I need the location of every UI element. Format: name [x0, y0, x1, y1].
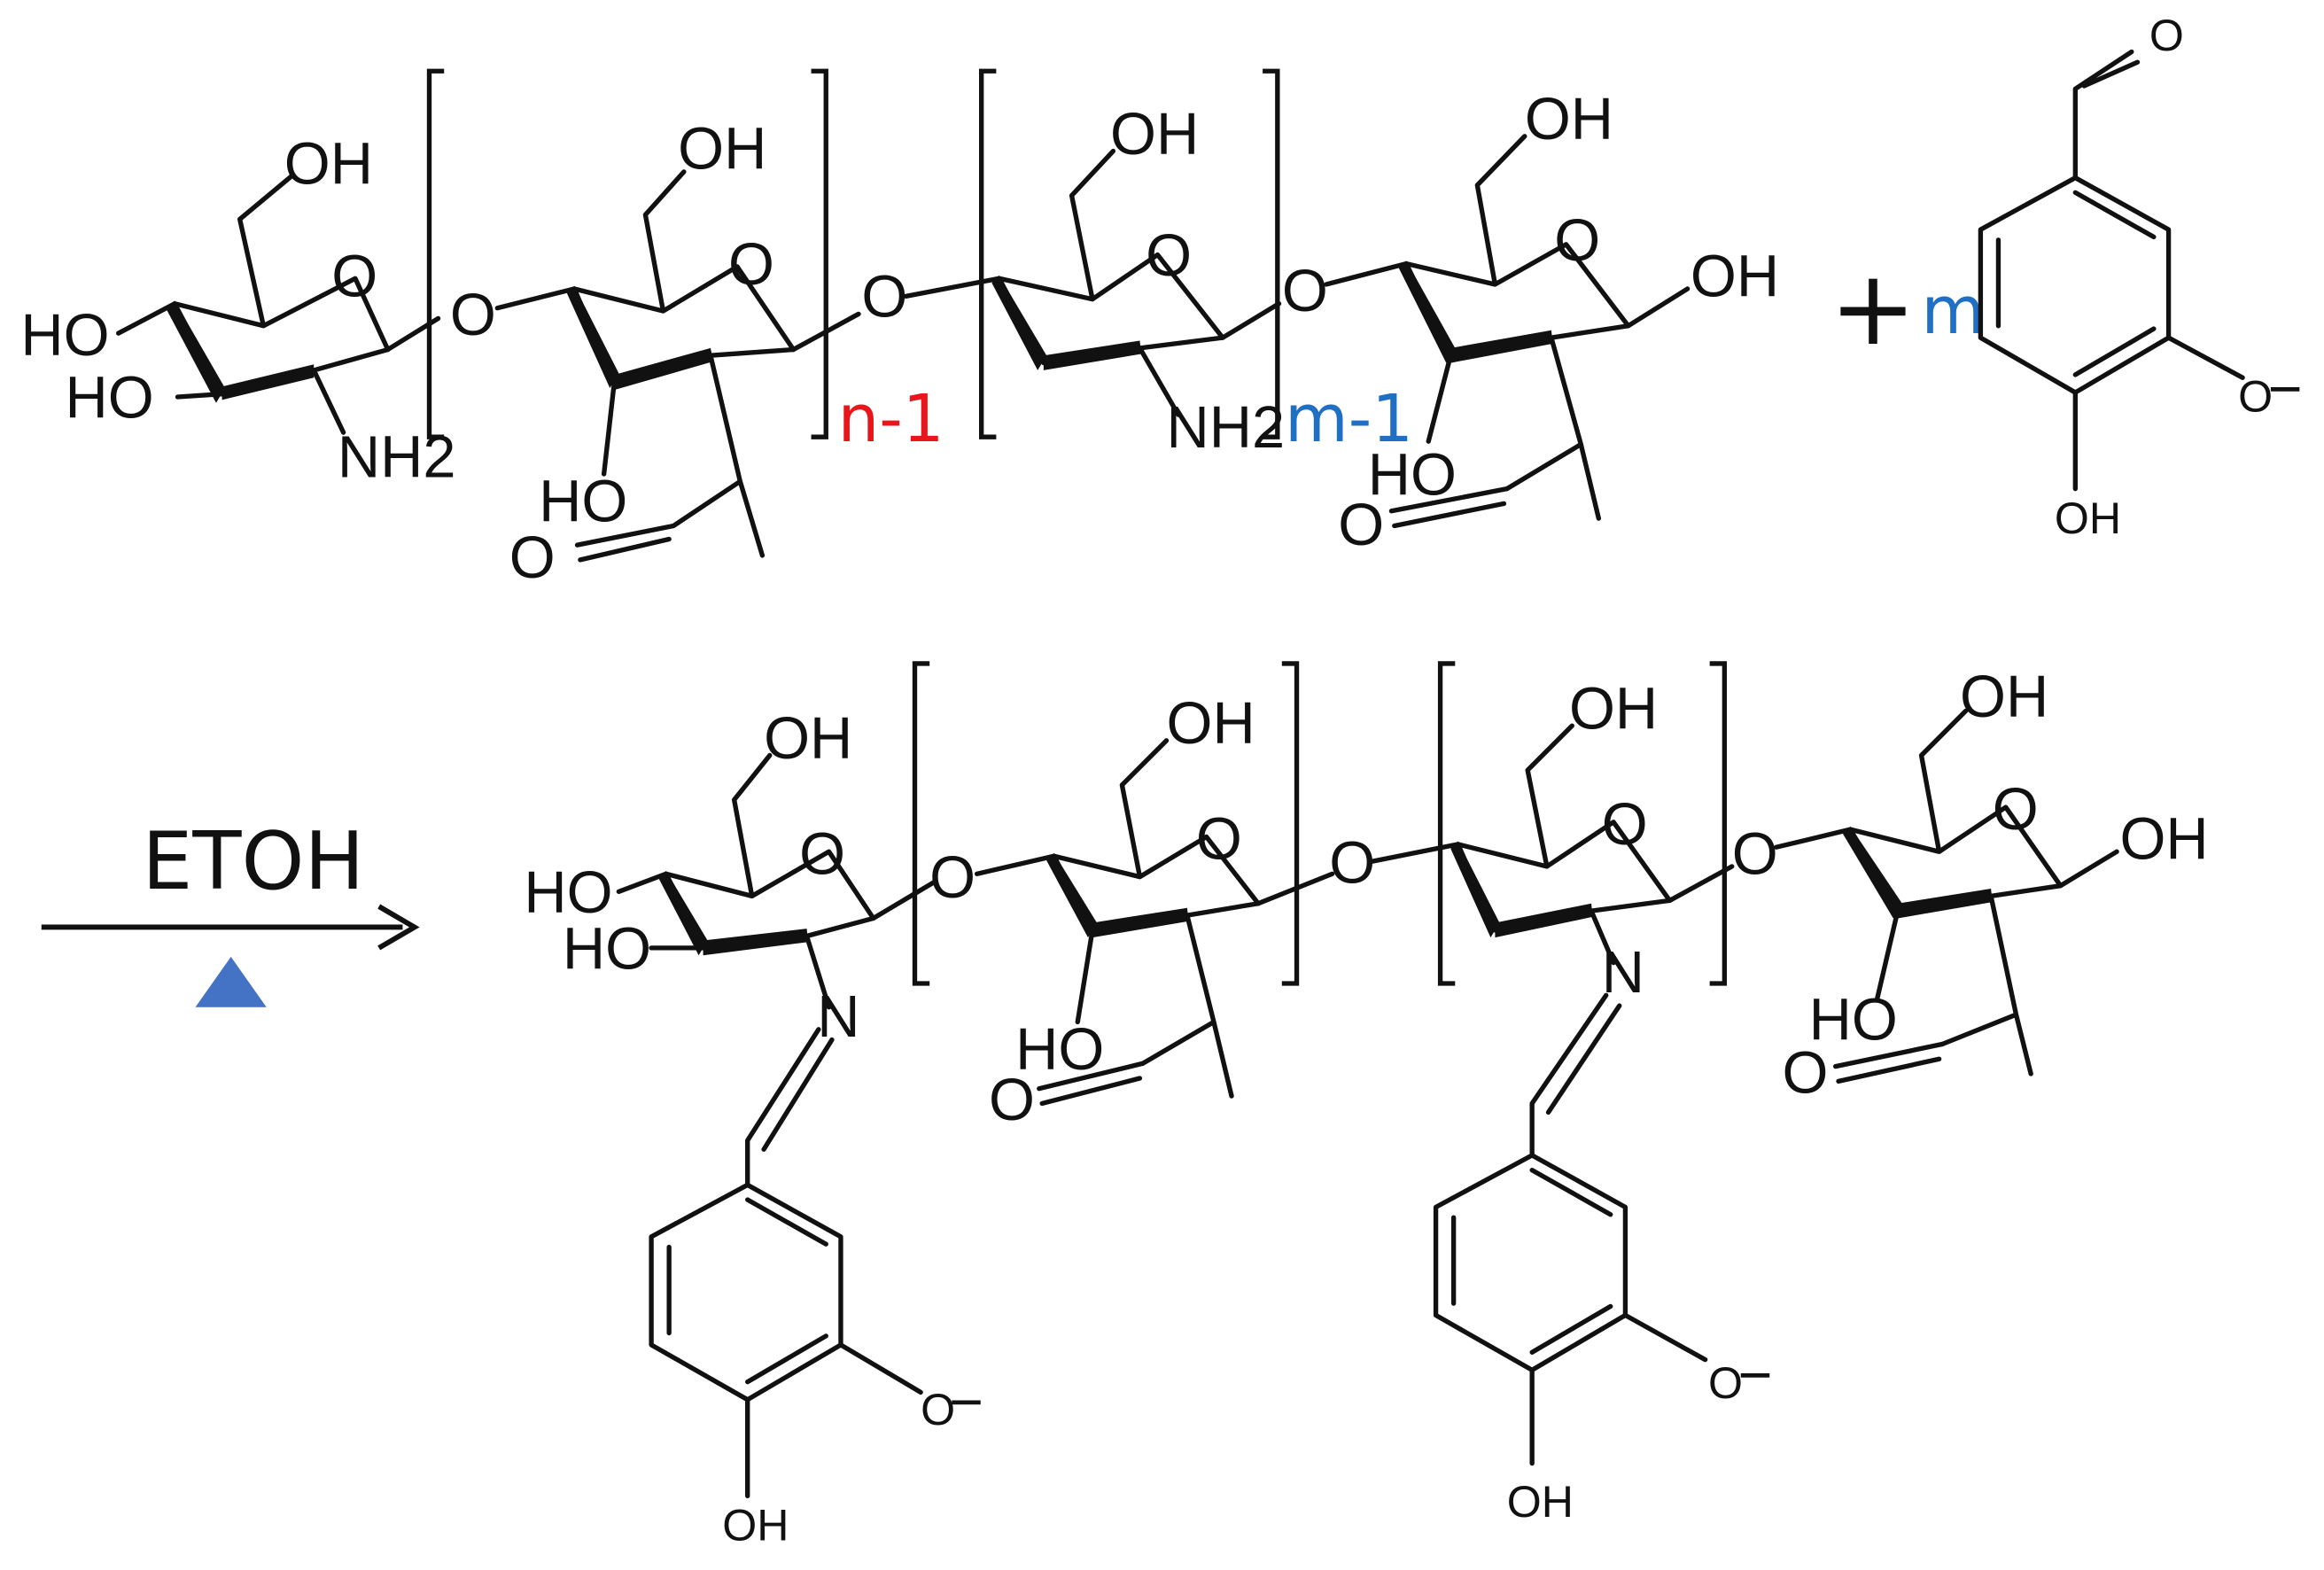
product-bracket-right-1: [1281, 661, 1300, 986]
atom-p-ho-c3-unit1: HO: [563, 915, 651, 982]
repeat-bracket-left-m: [979, 68, 997, 439]
atom-ring-o-unit2: O: [728, 231, 774, 298]
atom-ring-o-unit1: O: [331, 243, 377, 309]
atom-imine-n-unit3: N: [1602, 939, 1644, 1006]
product-unit-2: [974, 738, 1335, 1107]
vanillin-ring: [1978, 49, 2245, 492]
atom-p-glycosidic-o1: O: [929, 844, 975, 911]
atom-oh-c6-unit1: OH: [284, 130, 373, 197]
atom-ho-unit4: HO: [1368, 441, 1457, 508]
atom-phenol-oh: OH: [2055, 494, 2121, 543]
atom-p-carbonyl-o-unit2: O: [989, 1067, 1035, 1133]
repeat-index-n: n-1: [838, 382, 944, 457]
product-schiff-base-chain: OH O HO HO N O − OH O OH O HO O O: [524, 661, 2209, 1551]
atom-methoxy-o: O: [2238, 372, 2273, 422]
atom-p-oh-c6-unit3: OH: [1569, 675, 1658, 742]
atom-aryl1-phenol-oh: OH: [722, 1501, 789, 1551]
atom-p-carbonyl-o-unit4: O: [1783, 1040, 1829, 1107]
atom-ho-c3-unit1: HO: [66, 364, 154, 431]
atom-carbonyl-o-unit4: O: [1338, 492, 1384, 558]
product-bracket-left-2: [1437, 661, 1456, 986]
atom-nh2-unit3: NH2: [1167, 394, 1286, 461]
atom-ring-o-unit3: O: [1146, 222, 1192, 289]
atom-glycosidic-o2: O: [861, 264, 907, 330]
reactant-unit-4: [1324, 134, 1691, 529]
atom-glycosidic-o1: O: [450, 282, 496, 348]
atom-oh-c6-unit4: OH: [1525, 86, 1613, 152]
atom-oh-c1-unit4: OH: [1691, 243, 1779, 309]
product-bracket-left-1: [912, 661, 930, 986]
atom-aryl2-methoxy-o: O: [1708, 1358, 1743, 1408]
atom-aldehyde-o: O: [2149, 11, 2184, 60]
arrow-head: [377, 904, 420, 951]
reactant-unit-1: [115, 172, 441, 435]
atom-p-ring-o-unit3: O: [1602, 791, 1648, 858]
atom-p-oh-c6-unit4: OH: [1960, 664, 2048, 730]
atom-oh-c6-unit3: OH: [1110, 101, 1199, 167]
atom-imine-n-unit1: N: [817, 983, 859, 1050]
atom-p-ho-c4-unit1: HO: [524, 859, 612, 926]
product-bracket-right-2: [1709, 661, 1728, 986]
plus-sign: +: [1830, 247, 1916, 369]
aryl2-negative-charge: −: [1737, 1342, 1772, 1409]
atom-nh2-unit1: NH2: [338, 424, 456, 490]
atom-ho-unit2: HO: [539, 468, 627, 534]
atom-p-glycosidic-o3: O: [1732, 820, 1778, 887]
vanillin-reagent: m O O − OH: [1922, 11, 2303, 543]
repeat-bracket-right-m: [1263, 68, 1280, 439]
reactant-chitosan-chain: OH O HO HO NH2 O OH O HO O n-1 O: [20, 68, 1779, 591]
reactant-unit-2: [494, 169, 861, 563]
atom-p-oh-c1-unit4: OH: [2119, 806, 2208, 873]
product-unit-1: [616, 752, 938, 1499]
reactant-unit-3: [903, 148, 1282, 417]
atom-aryl1-methoxy-o: O: [921, 1385, 955, 1434]
atom-aryl2-phenol-oh: OH: [1507, 1477, 1574, 1527]
repeat-bracket-right-n: [811, 68, 828, 439]
atom-p-ring-o-unit4: O: [1993, 776, 2039, 843]
vanillin-coefficient: m: [1922, 274, 1986, 349]
reaction-arrow-group: ETOH: [41, 815, 420, 1007]
repeat-index-m: m-1: [1285, 382, 1413, 457]
atom-oh-c6-unit2: OH: [678, 116, 766, 183]
methoxy-negative-charge: −: [2268, 355, 2303, 422]
atom-ho-c4-unit1: HO: [20, 302, 109, 369]
atom-p-ho-unit2: HO: [1015, 1016, 1104, 1083]
product-unit-4: [1774, 708, 2119, 1084]
solvent-label: ETOH: [142, 815, 364, 908]
atom-p-ring-o-unit2: O: [1196, 806, 1242, 873]
atom-p-ho-unit4: HO: [1809, 987, 1898, 1053]
atom-p-oh-c6-unit2: OH: [1167, 690, 1255, 757]
atom-glycosidic-o3: O: [1282, 258, 1328, 324]
atom-p-ring-o-unit1: O: [799, 820, 845, 887]
triangle-icon: [195, 956, 267, 1007]
atom-ring-o-unit4: O: [1554, 207, 1600, 274]
product-unit-3: [1366, 723, 1735, 1466]
atom-carbonyl-o-unit2: O: [509, 525, 556, 591]
aryl1-negative-charge: −: [949, 1369, 983, 1435]
atom-p-oh-c6-unit1: OH: [764, 705, 852, 772]
repeat-bracket-left-n: [426, 68, 445, 439]
